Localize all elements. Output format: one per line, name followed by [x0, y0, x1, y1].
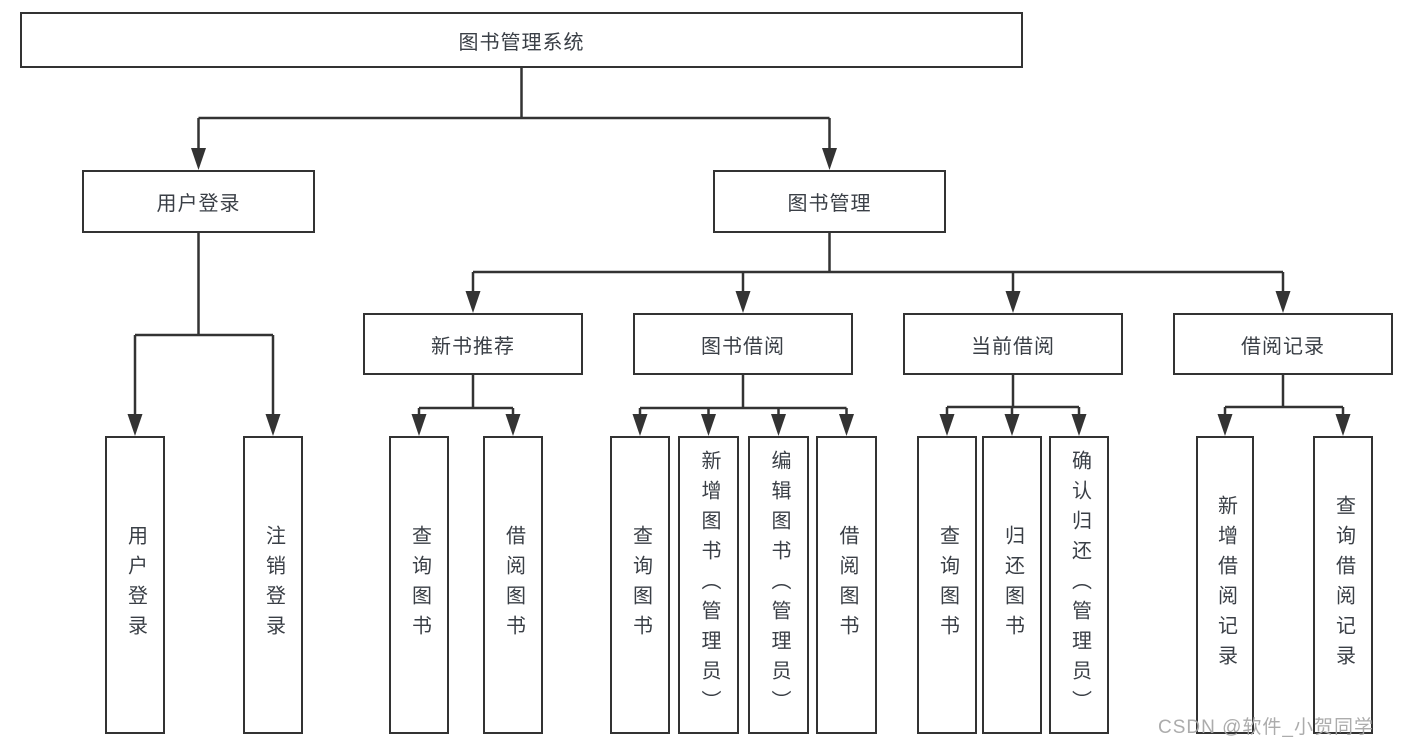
node-label: 查询图书	[408, 525, 431, 645]
leaf-edit-book-admin: 编辑图书（管理员）	[748, 436, 809, 734]
node-label: 借阅图书	[836, 525, 858, 645]
leaf-borrow-book-recommend: 借阅图书	[483, 436, 543, 734]
node-label: 查询图书	[936, 525, 959, 645]
node-label: 新增图书（管理员）	[698, 450, 720, 720]
arrow-down-icon	[465, 291, 481, 313]
arrow-down-icon	[191, 148, 206, 170]
node-label: 用户登录	[156, 193, 241, 215]
arrow-down-icon	[1004, 414, 1020, 436]
leaf-query-borrow-record: 查询借阅记录	[1313, 436, 1373, 734]
arrow-down-icon	[411, 414, 427, 436]
node-current-borrow: 当前借阅	[903, 313, 1123, 375]
connector-newbookrec-to-leaves	[411, 375, 521, 436]
node-label: 图书管理	[787, 193, 872, 215]
node-label: 查询图书	[629, 525, 652, 645]
leaf-query-book-recommend: 查询图书	[389, 436, 449, 734]
arrow-down-icon	[265, 414, 281, 436]
leaf-user-login: 用户登录	[105, 436, 165, 734]
node-label: 注销登录	[262, 525, 285, 645]
connector-currentborrow-to-leaves	[939, 375, 1087, 436]
node-label: 归还图书	[1001, 525, 1024, 645]
node-label: 当前借阅	[971, 335, 1055, 358]
arrow-down-icon	[127, 414, 143, 436]
node-label: 确认归还（管理员）	[1068, 450, 1091, 720]
connector-borrowrecord-to-leaves	[1217, 375, 1351, 436]
node-label: 图书借阅	[701, 335, 785, 358]
arrow-down-icon	[505, 414, 521, 436]
arrow-down-icon	[1071, 414, 1087, 436]
leaf-borrow-book: 借阅图书	[816, 436, 877, 734]
arrow-down-icon	[1275, 291, 1291, 313]
node-book-borrow: 图书借阅	[633, 313, 853, 375]
leaf-query-book-borrow: 查询图书	[610, 436, 670, 734]
leaf-confirm-return-admin: 确认归还（管理员）	[1049, 436, 1109, 734]
arrow-down-icon	[735, 291, 751, 313]
node-label: 新书推荐	[431, 335, 515, 358]
connector-root-to-level2	[191, 68, 837, 170]
leaf-logout: 注销登录	[243, 436, 303, 734]
arrow-down-icon	[1335, 414, 1351, 436]
leaf-add-borrow-record: 新增借阅记录	[1196, 436, 1254, 734]
node-label: 借阅记录	[1241, 335, 1325, 358]
arrow-down-icon	[701, 414, 716, 436]
leaf-add-book-admin: 新增图书（管理员）	[678, 436, 739, 734]
leaf-query-book-current: 查询图书	[917, 436, 977, 734]
node-user-login: 用户登录	[82, 170, 315, 233]
node-label: 编辑图书（管理员）	[768, 450, 790, 720]
arrow-down-icon	[839, 414, 854, 436]
connector-userlogin-to-leaves	[127, 233, 281, 436]
arrow-down-icon	[1217, 414, 1233, 436]
csdn-watermark: CSDN @软件_小贺同学	[1158, 717, 1374, 738]
arrow-down-icon	[939, 414, 955, 436]
arrow-down-icon	[822, 148, 837, 170]
node-new-book-recommend: 新书推荐	[363, 313, 583, 375]
node-borrow-record: 借阅记录	[1173, 313, 1393, 375]
node-label: 借阅图书	[502, 525, 525, 645]
leaf-return-book: 归还图书	[982, 436, 1042, 734]
node-system-root: 图书管理系统	[20, 12, 1023, 68]
node-label: 用户登录	[124, 525, 147, 645]
arrow-down-icon	[1005, 291, 1021, 313]
connector-bookmgmt-to-level3	[465, 233, 1291, 313]
arrow-down-icon	[632, 414, 648, 436]
node-label: 查询借阅记录	[1332, 495, 1355, 675]
connector-bookborrow-to-leaves	[632, 375, 854, 436]
node-label: 图书管理系统	[458, 31, 585, 54]
arrow-down-icon	[771, 414, 786, 436]
node-book-management: 图书管理	[713, 170, 946, 233]
node-label: 新增借阅记录	[1214, 495, 1237, 675]
